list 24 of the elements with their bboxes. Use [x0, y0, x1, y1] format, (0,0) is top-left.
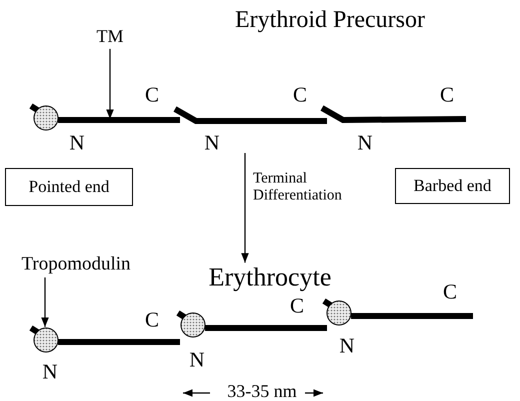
- terminus-label: C: [443, 280, 457, 304]
- terminus-label: N: [204, 131, 220, 155]
- protein-label: TM: [96, 27, 124, 47]
- terminus-label: N: [42, 360, 58, 384]
- arrow: [241, 153, 249, 263]
- terminus-label: C: [293, 83, 307, 107]
- terminus-label: N: [357, 131, 373, 155]
- filament-bar: [58, 117, 180, 123]
- end-label-box: Pointed end: [5, 168, 133, 206]
- terminus-label: C: [440, 83, 454, 107]
- end-label-box: Barbed end: [395, 168, 510, 204]
- terminus-label: C: [145, 83, 159, 107]
- protein-label: Tropomodulin: [21, 254, 131, 276]
- terminus-label: C: [290, 294, 304, 318]
- terminus-label: C: [145, 308, 159, 332]
- terminus-label: N: [339, 334, 355, 358]
- stage-title: Erythrocyte: [208, 264, 332, 292]
- terminus-label: N: [69, 131, 85, 155]
- leader-arrow: [106, 48, 114, 119]
- terminus-label: N: [189, 348, 205, 372]
- dotted-circle: [29, 325, 58, 352]
- stage-title: Erythroid Precursor: [235, 6, 425, 34]
- dimension-label: 33-35 nm: [227, 382, 297, 401]
- leader-arrow: [41, 277, 49, 327]
